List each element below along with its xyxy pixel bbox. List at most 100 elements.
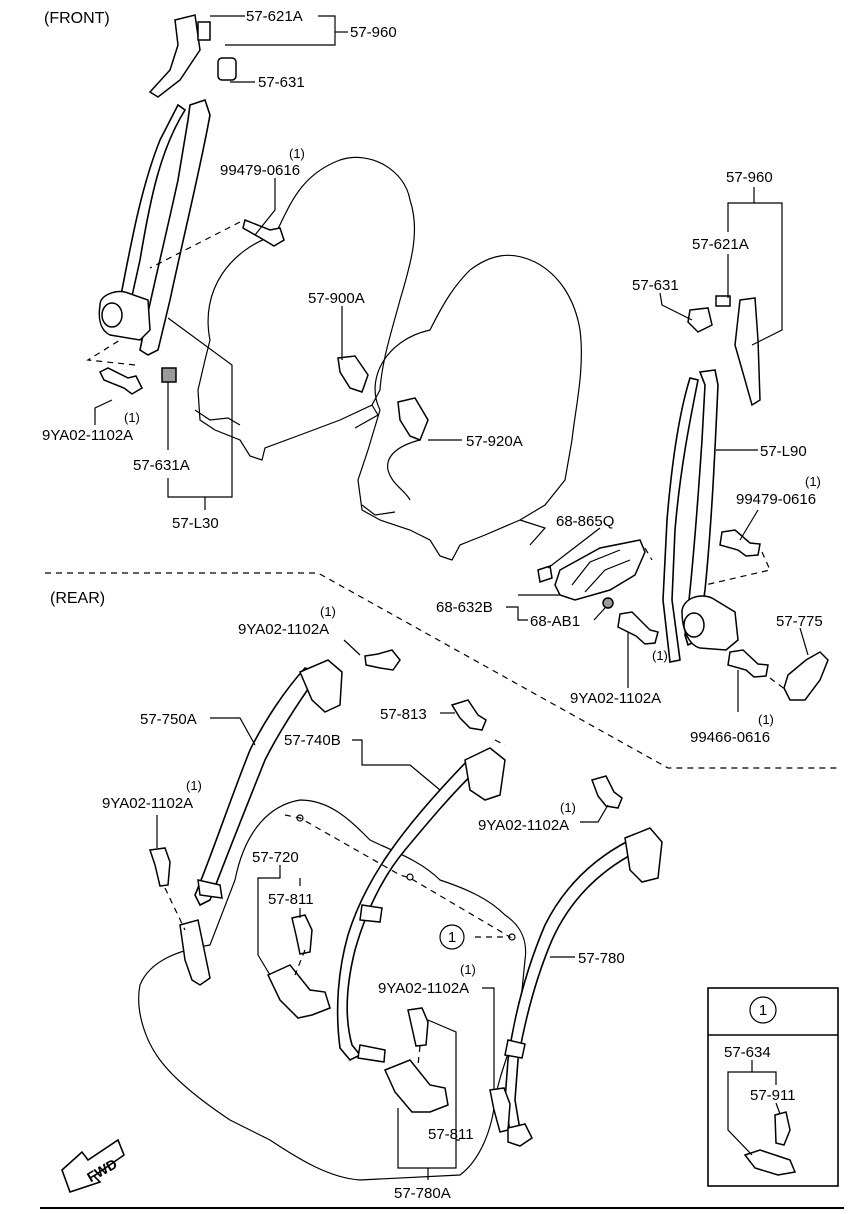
front-left-belt-webbing <box>139 98 211 356</box>
leader-lines <box>94 15 809 1180</box>
rear-center-guide-dash <box>284 814 513 938</box>
rear-center-dash <box>494 739 506 746</box>
rear-buckle-57-780A <box>383 1059 449 1113</box>
rear-buckle-dash-1 <box>294 949 306 976</box>
front-seat-right-outline <box>357 254 582 561</box>
rear-left-belt-webbing <box>194 667 322 907</box>
rear-left-tongue <box>197 879 223 899</box>
label-68-632B: 68-632B <box>436 599 493 616</box>
label-57-634: 57-634 <box>724 1044 771 1061</box>
front-left-bolt-9YA02 <box>98 367 143 395</box>
rear-right-belt-webbing <box>504 839 642 1133</box>
front-right-bolt-99466 <box>727 649 769 678</box>
label-99479-0616-right-qty: (1) <box>805 474 821 489</box>
label-9YA02-1102A-rear2-qty: (1) <box>560 800 576 815</box>
label-9YA02-1102A-rear1-qty: (1) <box>320 604 336 619</box>
label-57-621A-right: 57-621A <box>692 236 749 253</box>
label-9YA02-1102A-rear2: 9YA02-1102A <box>478 817 569 834</box>
label-9YA02-1102A-center: 9YA02-1102A <box>378 980 469 997</box>
front-buckle-57-920A <box>397 397 429 441</box>
label-9YA02-1102A-mid-qty: (1) <box>652 648 668 663</box>
label-57-920A: 57-920A <box>466 433 523 450</box>
front-right-anchor-bracket <box>734 297 761 407</box>
inset-callout-text: 1 <box>759 1002 767 1019</box>
rear-buckle-dash-2 <box>417 1045 421 1066</box>
inset-box <box>707 987 839 1187</box>
front-right-belt-outer <box>662 377 699 663</box>
label-9YA02-1102A-center-qty: (1) <box>460 962 476 977</box>
label-68-AB1: 68-AB1 <box>530 613 580 630</box>
front-left-dash-1 <box>149 221 241 269</box>
rear-left-bolt <box>364 649 401 671</box>
front-right-bolt-9YA02 <box>617 611 659 645</box>
front-right-bolt-99479 <box>719 529 761 557</box>
callout-circle-rear <box>439 924 465 950</box>
label-57-813: 57-813 <box>380 706 427 723</box>
rear-center-lower-tongue <box>357 1044 386 1063</box>
front-right-dash-2 <box>769 677 787 691</box>
section-rear-title: (REAR) <box>50 590 105 607</box>
guide-point-2 <box>406 873 414 881</box>
label-57-960-top: 57-960 <box>350 24 397 41</box>
front-left-retractor-spool <box>101 302 123 328</box>
front-right-retractor-spool <box>683 612 705 638</box>
callout-circle-rear-text: 1 <box>448 929 456 946</box>
front-left-dash-2 <box>86 339 136 366</box>
front-left-cover-57-631A <box>161 367 177 383</box>
front-right-bolt-57-621A <box>715 295 731 307</box>
label-57-631-top: 57-631 <box>258 74 305 91</box>
rear-bolt-57-811-b <box>407 1007 429 1047</box>
inset-clip-57-911 <box>774 1111 791 1146</box>
inset-callout-circle <box>749 996 777 1024</box>
label-9YA02-1102A-left: 9YA02-1102A <box>102 795 193 812</box>
label-57-780: 57-780 <box>578 950 625 967</box>
label-68-865Q: 68-865Q <box>556 513 614 530</box>
label-99479-0616-left-qty: (1) <box>289 146 305 161</box>
front-buckle-57-900A <box>337 355 369 393</box>
label-9YA02-1102A-front-qty: (1) <box>124 410 140 425</box>
fwd-arrow: FWD <box>61 1138 125 1194</box>
label-57-811-b: 57-811 <box>428 1126 474 1143</box>
label-57-750A: 57-750A <box>140 711 197 728</box>
front-right-guide-57-775 <box>783 651 829 701</box>
rear-right-retractor <box>624 827 663 883</box>
seat-trim-clip-68-865Q <box>537 565 553 583</box>
seat-trim-dash <box>644 547 653 561</box>
rear-right-lower-bolt <box>489 1087 511 1133</box>
rear-bolt-57-811-a <box>291 914 313 955</box>
label-9YA02-1102A-mid: 9YA02-1102A <box>570 690 661 707</box>
front-left-anchor-bracket <box>148 14 201 98</box>
front-buckle-wire <box>387 439 421 501</box>
seat-trim-68-632B <box>554 539 646 601</box>
label-57-631-right: 57-631 <box>632 277 679 294</box>
rear-left-dash <box>164 887 186 931</box>
front-left-bolt-99479 <box>242 218 285 247</box>
rear-right-tongue <box>504 1039 526 1059</box>
label-57-900A: 57-900A <box>308 290 365 307</box>
rear-right-upper-bolt <box>591 775 623 809</box>
section-divider <box>45 572 840 769</box>
front-left-bolt-57-621A <box>197 21 211 41</box>
label-99479-0616-right: 99479-0616 <box>736 491 816 508</box>
rear-left-lower-bolt <box>149 847 171 887</box>
label-57-740B: 57-740B <box>284 732 341 749</box>
label-9YA02-1102A-rear1: 9YA02-1102A <box>238 621 329 638</box>
inset-nut-57-634 <box>743 1149 797 1176</box>
section-front-title: (FRONT) <box>44 10 110 27</box>
front-right-cover-57-631 <box>687 307 713 333</box>
label-57-L90: 57-L90 <box>760 443 807 460</box>
label-57-L30: 57-L30 <box>172 515 219 532</box>
label-99479-0616-left: 99479-0616 <box>220 162 300 179</box>
label-9YA02-1102A-front: 9YA02-1102A <box>42 427 133 444</box>
label-57-911: 57-911 <box>750 1087 796 1104</box>
guide-point-3 <box>508 933 516 941</box>
label-99466-0616: 99466-0616 <box>690 729 770 746</box>
front-left-cover-57-631 <box>217 57 237 81</box>
rear-right-anchor <box>507 1123 533 1147</box>
label-57-631A: 57-631A <box>133 457 190 474</box>
label-99466-0616-qty: (1) <box>758 712 774 727</box>
label-9YA02-1102A-left-qty: (1) <box>186 778 202 793</box>
label-57-621A-top: 57-621A <box>246 8 303 25</box>
